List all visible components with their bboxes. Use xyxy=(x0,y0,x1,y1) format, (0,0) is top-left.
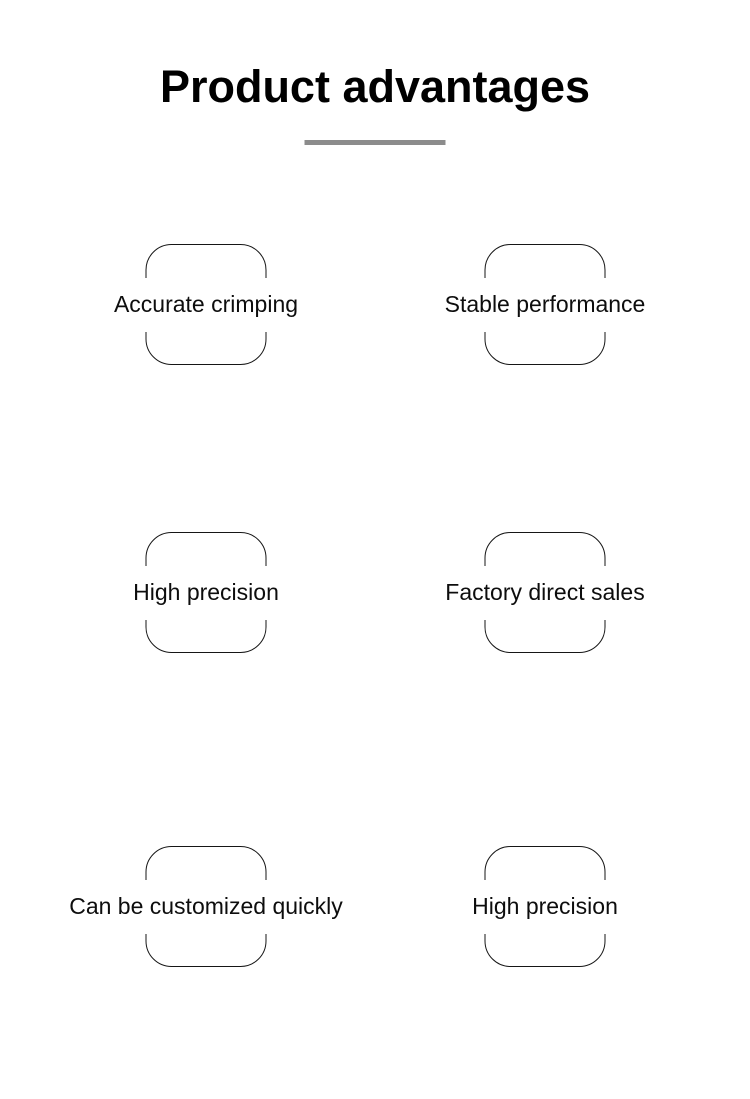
feature-card-factory-direct-sales: Factory direct sales xyxy=(315,532,750,654)
feature-card-high-precision: High precision xyxy=(0,532,436,654)
title-divider xyxy=(304,140,446,145)
feature-label: Can be customized quickly xyxy=(59,880,353,934)
feature-card-accurate-crimping: Accurate crimping xyxy=(0,244,436,366)
feature-label: Stable performance xyxy=(434,278,656,332)
feature-label: High precision xyxy=(123,566,289,620)
feature-card-customized-quickly: Can be customized quickly xyxy=(0,846,436,968)
feature-label: High precision xyxy=(462,880,628,934)
feature-card-stable-performance: Stable performance xyxy=(315,244,750,366)
feature-label: Factory direct sales xyxy=(435,566,655,620)
page-title: Product advantages xyxy=(159,61,591,112)
feature-label: Accurate crimping xyxy=(103,278,309,332)
feature-card-high-precision-2: High precision xyxy=(315,846,750,968)
